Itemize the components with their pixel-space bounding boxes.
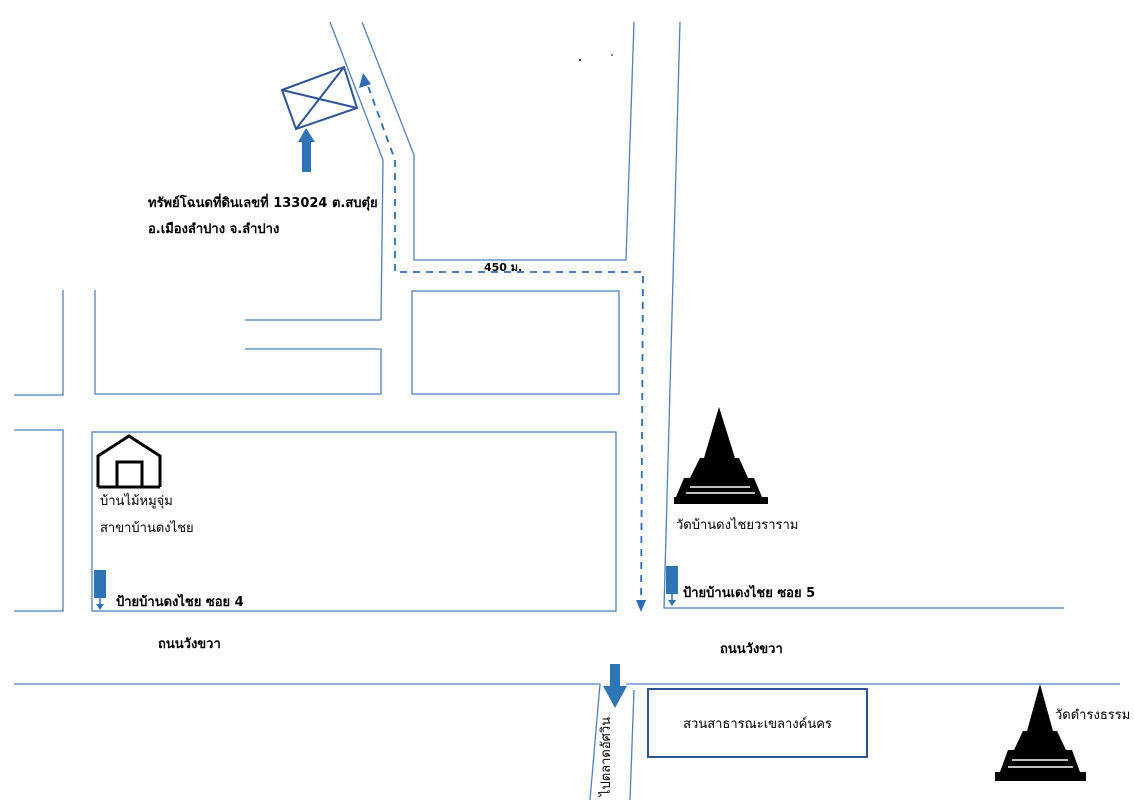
store-label-line2: สาขาบ้านดงไชย	[100, 521, 194, 536]
stupa-icon	[674, 407, 768, 504]
road-name-right: ถนนวังขวา	[720, 642, 783, 657]
road-side-right-edge	[629, 689, 635, 800]
scan-speck	[579, 59, 581, 61]
up-arrow-icon	[298, 128, 315, 172]
route-arrowhead-top	[359, 73, 371, 88]
block-store	[91, 431, 617, 612]
bus-stop-soi5-label: ป้ายบ้านเดงไชย ซอย 5	[683, 586, 816, 601]
bus-stop-soi5-icon	[666, 566, 678, 606]
road-diagonal-right-edge	[361, 21, 635, 261]
bus-stop-soi4-icon	[94, 570, 106, 610]
route-arrowhead-bottom	[636, 600, 646, 612]
to-market-label: ไปตลาดอัศวิน	[599, 716, 615, 797]
road-vertical-right-edge	[663, 21, 1064, 609]
house-icon	[96, 434, 162, 489]
route-dashed	[364, 77, 644, 609]
stupa-corner-icon	[995, 684, 1086, 781]
road-left-bottom	[14, 429, 64, 612]
property-label-line2: อ.เมืองลำปาง จ.ลำปาง	[148, 222, 280, 237]
store-label-line1: บ้านไม้หมูจุ่ม	[100, 494, 173, 509]
bus-stop-soi4-label: ป้ายบ้านดงไชย ซอย 4	[116, 595, 244, 610]
property-marker-icon	[280, 65, 359, 131]
distance-label: 450 ม.	[484, 261, 523, 274]
road-diagonal-left-edge	[329, 21, 384, 321]
scan-speck	[611, 54, 613, 56]
block-center	[411, 290, 620, 395]
road-left-top	[14, 290, 64, 396]
temple-main-label: วัดบ้านดงไชยวราราม	[676, 518, 799, 533]
block-upper-left	[94, 290, 382, 395]
park-label: สวนสาธารณะเขลางค์นคร	[683, 716, 832, 732]
park-box: สวนสาธารณะเขลางค์นคร	[647, 688, 868, 758]
road-main-lower-edge	[14, 683, 601, 800]
down-arrow-icon	[603, 664, 627, 708]
property-label-line1: ทรัพย์โฉนดที่ดินเลขที่ 133024 ต.สบตุ๋ย	[148, 196, 378, 211]
temple-corner-label: วัดดำรงธรรม	[1055, 708, 1131, 723]
road-name-left: ถนนวังขวา	[158, 637, 221, 652]
